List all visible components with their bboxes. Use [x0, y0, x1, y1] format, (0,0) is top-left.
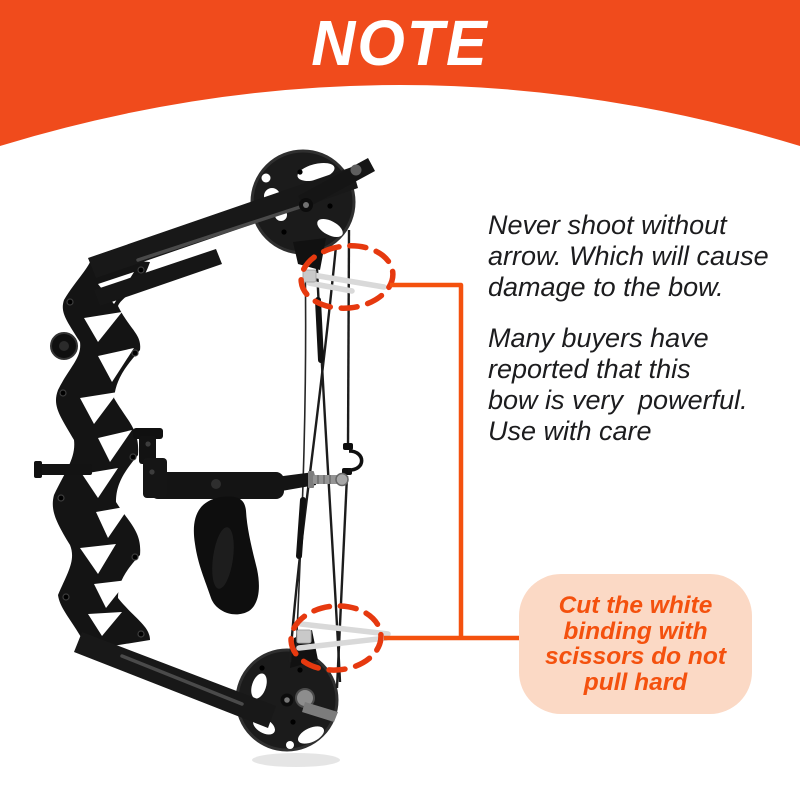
warning-paragraph-1: Never shoot without arrow. Which will ca… [488, 210, 769, 302]
warning-note: Never shoot without arrow. Which will ca… [488, 210, 780, 467]
upper-limb [88, 167, 358, 278]
white-binding-bottom [296, 621, 391, 651]
upper-limb-inner-bar [94, 249, 222, 306]
sight-bracket [133, 428, 167, 498]
banner [0, 0, 800, 146]
connector-top [390, 282, 464, 638]
silver-pin [308, 471, 349, 488]
bottom-binding-highlight [288, 603, 384, 673]
top-cam-bracket [293, 158, 375, 270]
callout-box: Cut the white binding with scissors do n… [519, 574, 752, 714]
banner-title: NOTE [311, 7, 489, 79]
shadow [252, 753, 340, 767]
top-binding-highlight [298, 243, 396, 311]
white-binding-top [302, 269, 387, 294]
lower-limb-slot [120, 654, 244, 706]
accessory-rail [38, 464, 92, 475]
d-loop [347, 449, 364, 472]
riser [34, 258, 150, 650]
upper-limb-slot [136, 205, 302, 262]
grip-handle [193, 496, 259, 615]
warning-paragraph-2: Many buyers have reported that this bow … [488, 323, 748, 446]
callout-text: Cut the white binding with scissors do n… [544, 592, 727, 696]
arrow-shelf [150, 471, 349, 499]
